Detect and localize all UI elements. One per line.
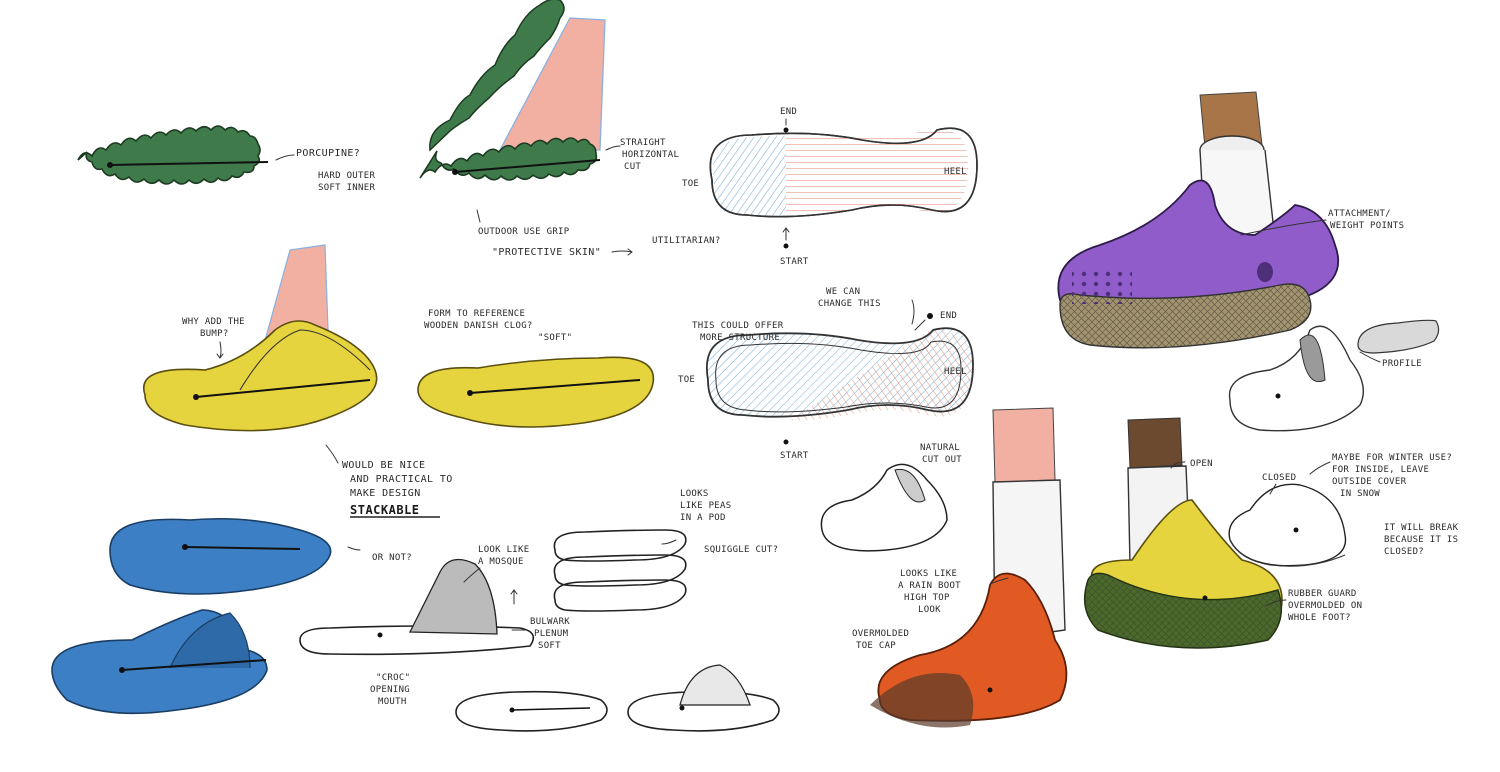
note-winter-1: MAYBE FOR WINTER USE? <box>1332 453 1452 463</box>
note-rainboot-3: HIGH TOP <box>904 593 950 603</box>
note-hard-outer-1: HARD OUTER <box>318 171 375 181</box>
note-stack-3: MAKE DESIGN <box>350 488 421 499</box>
note-bulwark-2: PLENUM <box>534 629 569 639</box>
note-start-top: START <box>780 257 809 267</box>
note-croc-3: MOUTH <box>378 697 407 707</box>
note-we-can-2: CHANGE THIS <box>818 299 881 309</box>
stacked-soles-sketch <box>553 529 687 612</box>
note-winter-3: OUTSIDE COVER <box>1332 477 1407 487</box>
green-porcupine-sole <box>77 125 269 185</box>
note-squiggle: SQUIGGLE CUT? <box>704 545 778 555</box>
note-croc-1: "CROC" <box>376 673 410 683</box>
note-straight-1: STRAIGHT <box>620 138 666 148</box>
note-croc-2: OPENING <box>370 685 410 695</box>
note-winter-4: IN SNOW <box>1340 489 1380 499</box>
yellow-green-boot <box>1083 417 1283 649</box>
note-form-ref-2: WOODEN DANISH CLOG? <box>424 321 533 331</box>
note-structure-1: THIS COULD OFFER <box>692 321 784 331</box>
note-natural-2: CUT OUT <box>922 455 962 465</box>
note-hard-outer-2: SOFT INNER <box>318 183 375 193</box>
note-natural-1: NATURAL <box>920 443 960 453</box>
purple-shoe-with-sock <box>1057 91 1340 349</box>
note-toe-top: TOE <box>682 179 699 189</box>
white-sole-plain <box>455 690 608 732</box>
note-outdoor-grip: OUTDOOR USE GRIP <box>478 227 570 237</box>
natural-cutout-shoe <box>820 463 948 552</box>
note-mosque-1: LOOK LIKE <box>478 545 529 555</box>
note-break-2: BECAUSE IT IS <box>1384 535 1458 545</box>
note-straight-3: CUT <box>624 162 641 172</box>
note-attachment-2: WEIGHT POINTS <box>1330 221 1404 231</box>
note-peas-2: LIKE PEAS <box>680 501 731 511</box>
note-winter-2: FOR INSIDE, LEAVE <box>1332 465 1429 475</box>
profile-shoe-sketch <box>1228 319 1440 432</box>
insole-diagram-bottom <box>706 313 974 445</box>
note-stack-4: STACKABLE <box>350 503 420 517</box>
note-break-3: CLOSED? <box>1384 547 1424 557</box>
note-rainboot-1: LOOKS LIKE <box>900 569 957 579</box>
note-rubber-2: OVERMOLDED ON <box>1288 601 1362 611</box>
note-rainboot-2: A RAIN BOOT <box>898 581 961 591</box>
note-end-top: END <box>780 107 797 117</box>
note-rubber-3: WHOLE FOOT? <box>1288 613 1351 623</box>
note-peas-3: IN A POD <box>680 513 726 523</box>
note-structure-2: MORE STRUCTURE <box>700 333 780 343</box>
note-bulwark-3: SOFT <box>538 641 561 651</box>
note-profile: PROFILE <box>1382 359 1422 369</box>
note-heel-top: HEEL <box>944 167 967 177</box>
note-form-ref-1: FORM TO REFERENCE <box>428 309 525 319</box>
note-rubber-1: RUBBER GUARD <box>1288 589 1357 599</box>
note-closed: CLOSED <box>1262 473 1296 483</box>
note-stack-2: AND PRACTICAL TO <box>350 474 453 485</box>
note-mosque-2: A MOSQUE <box>478 557 524 567</box>
insole-diagram-top <box>709 127 978 249</box>
white-sole-with-bump <box>627 664 780 732</box>
yellow-sole-with-foot <box>143 244 378 432</box>
annotation-arrows <box>216 118 1381 631</box>
note-break-1: IT WILL BREAK <box>1384 523 1459 533</box>
note-bulwark-1: BULWARK <box>530 617 570 627</box>
note-attachment-1: ATTACHMENT/ <box>1328 209 1391 219</box>
note-toe-bottom: TOE <box>678 375 695 385</box>
note-open: OPEN <box>1190 459 1213 469</box>
note-porcupine: PORCUPINE? <box>296 148 360 159</box>
note-why-bump-1: WHY ADD THE <box>182 317 245 327</box>
orange-rain-boot <box>870 407 1068 728</box>
note-overmolded-2: TOE CAP <box>856 641 896 651</box>
note-why-bump-2: BUMP? <box>200 329 229 339</box>
note-we-can-1: WE CAN <box>826 287 860 297</box>
mosque-sole-sketch <box>299 558 535 656</box>
note-peas-1: LOOKS <box>680 489 709 499</box>
note-utilitarian: UTILITARIAN? <box>652 236 721 246</box>
closed-white-shoe <box>1228 483 1347 567</box>
note-form-ref-3: "SOFT" <box>538 333 572 343</box>
note-or-not: OR NOT? <box>372 553 412 563</box>
green-sole-with-foot <box>419 0 606 181</box>
yellow-sole-plain <box>417 356 655 428</box>
note-rainboot-4: LOOK <box>918 605 941 615</box>
note-stack-1: WOULD BE NICE <box>342 460 425 471</box>
note-end-bottom: END <box>940 311 957 321</box>
note-straight-2: HORIZONTAL <box>622 150 679 160</box>
note-start-bottom: START <box>780 451 809 461</box>
note-overmolded-1: OVERMOLDED <box>852 629 909 639</box>
note-protective-skin: "PROTECTIVE SKIN" <box>492 247 601 258</box>
note-heel-bottom: HEEL <box>944 367 967 377</box>
blue-sole-with-bump <box>51 609 268 715</box>
blue-sole-plain <box>109 517 332 595</box>
